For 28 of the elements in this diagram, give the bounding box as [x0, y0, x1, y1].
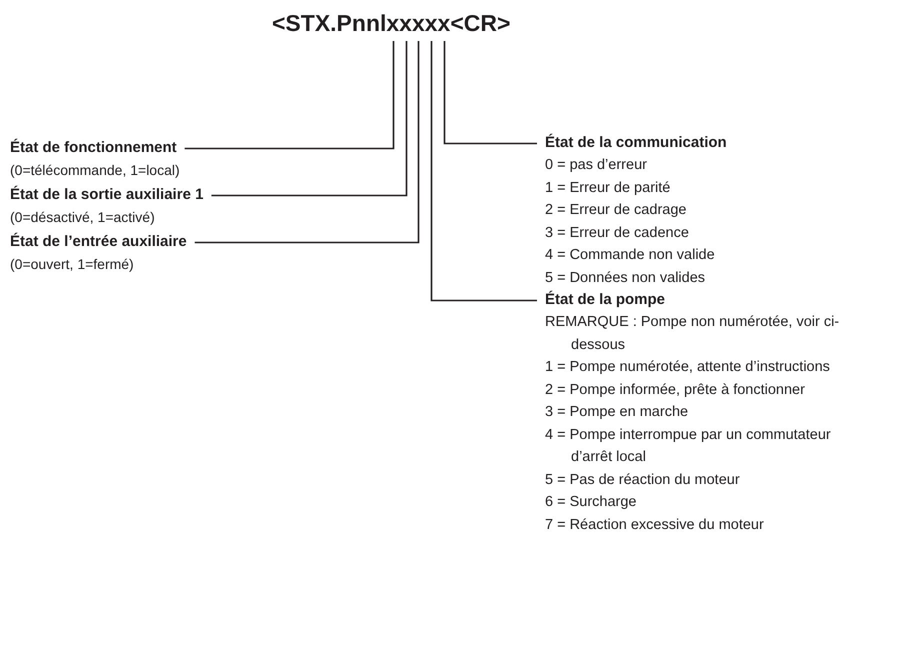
status-heading: État de la pompe [545, 290, 666, 310]
leader-line [194, 41, 420, 244]
leader-line [444, 41, 537, 144]
value-list-item: 1 = Pompe numérotée, attente d’instructions [545, 358, 831, 377]
status-heading: État de la communication [545, 132, 727, 153]
value-description: (0=ouvert, 1=fermé) [10, 255, 135, 274]
value-list-item: 2 = Pompe informée, prête à fonctionner [545, 380, 806, 400]
status-heading: État de l’entrée auxiliaire [10, 232, 187, 252]
leader-line [211, 41, 408, 196]
protocol-string: <STX.Pnnlxxxxx<CR> [272, 10, 510, 37]
value-list-item: 0 = pas d’erreur [545, 156, 648, 175]
value-description: (0=désactivé, 1=activé) [10, 208, 156, 227]
value-description: (0=télécommande, 1=local) [10, 161, 180, 180]
status-heading: État de fonctionnement [10, 138, 177, 158]
value-list-item: 7 = Réaction excessive du moteur [545, 516, 765, 534]
leader-line [430, 41, 537, 302]
status-heading: État de la sortie auxiliaire 1 [10, 184, 204, 205]
value-list-item: 6 = Surcharge [545, 493, 638, 512]
value-list-item: REMARQUE : Pompe non numérotée, voir ci-dessous [545, 313, 840, 354]
value-list-item: 2 = Erreur de cadrage [545, 201, 688, 220]
value-list-item: 4 = Commande non valide [545, 246, 716, 265]
value-list-item: 3 = Erreur de cadence [545, 224, 690, 242]
value-list-item: 1 = Erreur de parité [545, 178, 672, 198]
value-list-item: 4 = Pompe interrompue par un commutateur d’arrêt local [545, 426, 832, 467]
value-list-item: 3 = Pompe en marche [545, 403, 690, 422]
leader-line [184, 41, 394, 150]
value-list-item: 5 = Pas de réaction du moteur [545, 470, 741, 490]
value-list-item: 5 = Données non valides [545, 268, 706, 288]
